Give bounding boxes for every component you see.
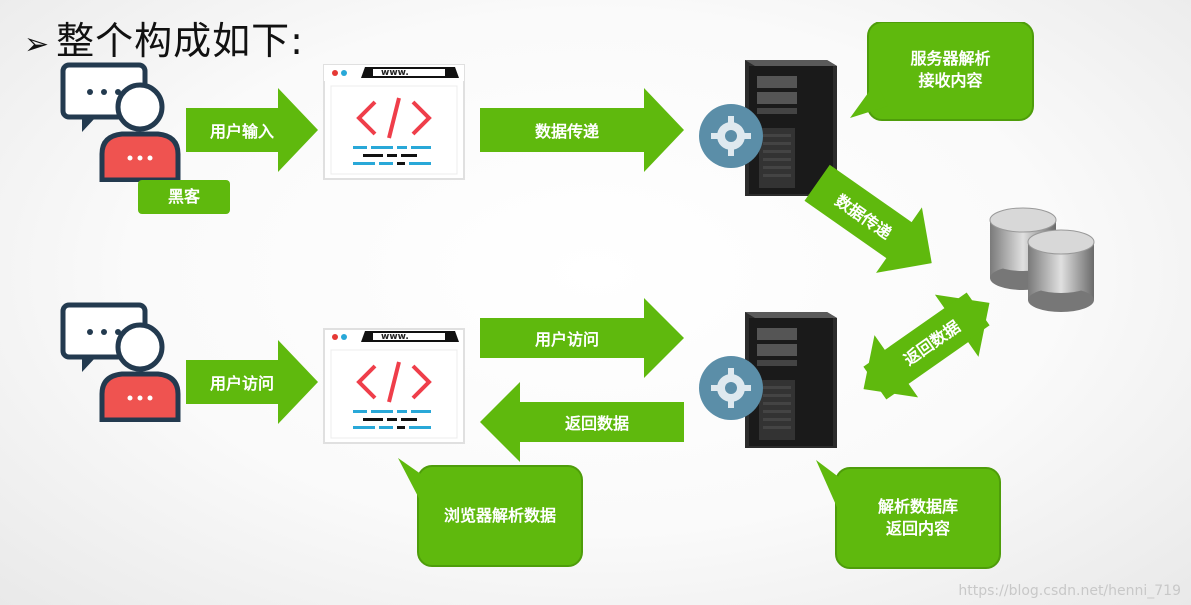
callout-line: 接收内容 bbox=[918, 71, 983, 90]
arrow-data-transfer-diagonal: 数据传递 bbox=[794, 150, 955, 296]
browser-url: www. bbox=[381, 68, 409, 78]
arrow-label: 用户访问 bbox=[534, 330, 599, 349]
callout-browser-parse: 浏览器解析数据 bbox=[398, 458, 584, 572]
watermark: https://blog.csdn.net/henni_719 bbox=[958, 583, 1181, 599]
callout-line: 浏览器解析数据 bbox=[443, 506, 556, 525]
arrow-label: 用户访问 bbox=[209, 374, 274, 393]
callout-db-parse: 解析数据库 返回内容 bbox=[810, 460, 1002, 574]
title-text: 整个构成如下: bbox=[56, 19, 304, 63]
arrow-user-visit-left: 用户访问 bbox=[186, 340, 318, 424]
browser-url: www. bbox=[381, 332, 409, 342]
database-icon bbox=[986, 204, 1098, 318]
arrow-user-input: 用户输入 bbox=[186, 88, 318, 172]
arrow-user-visit-mid: 用户访问 bbox=[480, 298, 684, 378]
callout-server-parse: 服务器解析 接收内容 bbox=[848, 21, 1038, 126]
arrow-label: 用户输入 bbox=[209, 122, 274, 141]
callout-line: 返回内容 bbox=[885, 519, 950, 538]
browser-code-icon: www. bbox=[323, 328, 465, 448]
arrow-data-transfer: 数据传递 bbox=[480, 88, 684, 172]
hacker-label: 黑客 bbox=[138, 180, 230, 214]
browser-code-icon: www. bbox=[323, 64, 465, 184]
arrow-return-data-mid: 返回数据 bbox=[480, 382, 684, 462]
callout-line: 服务器解析 bbox=[910, 49, 991, 68]
arrow-label: 返回数据 bbox=[564, 414, 629, 433]
callout-line: 解析数据库 bbox=[877, 497, 958, 516]
page-title: ➢整个构成如下: bbox=[24, 10, 304, 65]
server-gear-icon bbox=[697, 58, 841, 204]
server-gear-icon bbox=[697, 310, 841, 456]
user-chat-icon bbox=[60, 62, 185, 186]
arrow-return-data-diagonal: 返回数据 bbox=[842, 278, 1000, 421]
user-chat-icon bbox=[60, 302, 185, 426]
arrow-label: 数据传递 bbox=[534, 122, 599, 141]
title-bullet: ➢ bbox=[24, 27, 51, 62]
